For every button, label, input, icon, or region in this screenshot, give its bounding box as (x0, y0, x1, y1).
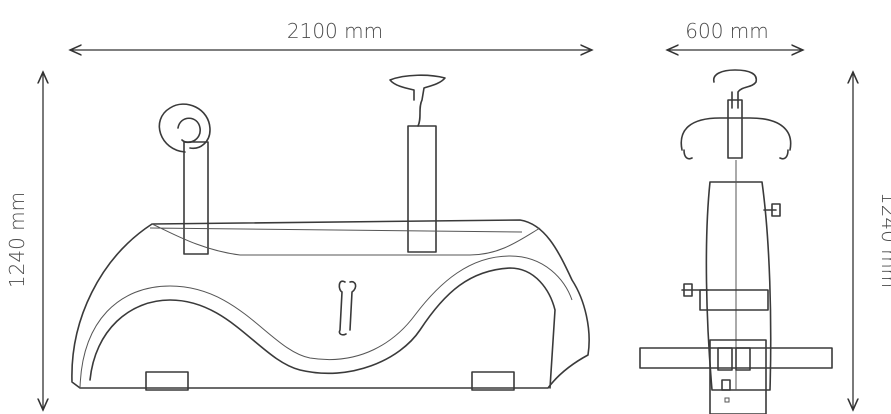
front-body-shell (705, 181, 772, 391)
front-view-machine (639, 69, 833, 414)
side-top-edge (149, 223, 541, 256)
side-length-dimension: 2100 mm (70, 19, 592, 50)
side-body-shell (71, 219, 590, 389)
side-handle-post (183, 141, 209, 255)
front-outlet-icon (735, 347, 751, 371)
front-height-dimension: 1240 mm (853, 72, 891, 410)
front-width-dimension: 600 mm (667, 19, 803, 50)
side-foot-right (471, 371, 515, 391)
side-inner-arch-outline (79, 255, 573, 389)
front-switch-icon (721, 379, 731, 391)
front-lower-panel (709, 339, 767, 414)
front-indicator-icon (724, 397, 730, 403)
side-inner-arch (89, 267, 556, 389)
side-length-label: 2100 mm (287, 19, 383, 43)
side-height-dimension: 1240 mm (5, 72, 43, 410)
side-foot-left (145, 371, 189, 391)
front-handlebar-icon (680, 117, 792, 160)
front-stem (727, 99, 743, 159)
front-width-label: 600 mm (685, 19, 769, 43)
front-knob-right (763, 203, 781, 217)
side-seat-icon (389, 74, 446, 127)
side-seat-post (407, 125, 437, 253)
side-view-machine (71, 74, 590, 391)
side-height-label: 1240 mm (5, 192, 29, 288)
side-center-handle-icon (338, 280, 357, 336)
front-height-label: 1240 mm (877, 192, 891, 288)
front-seat-icon (712, 69, 758, 109)
front-mid-plate (699, 289, 769, 311)
front-outlet-icon (717, 347, 733, 371)
